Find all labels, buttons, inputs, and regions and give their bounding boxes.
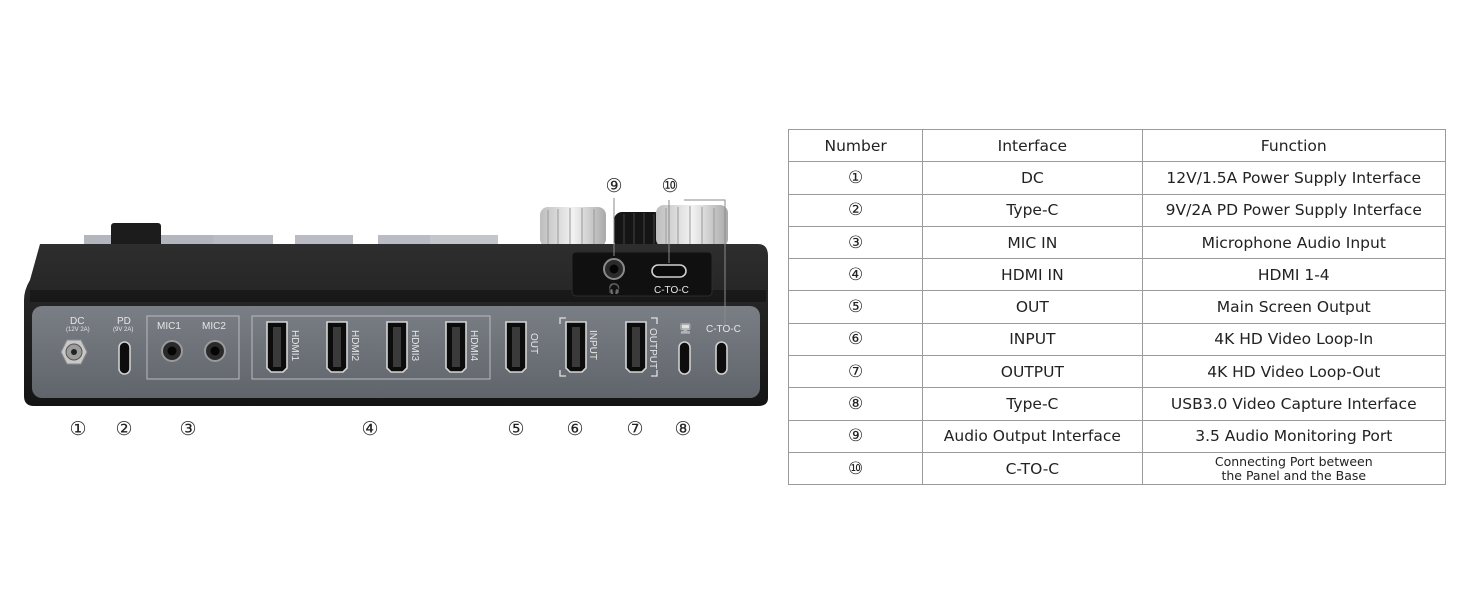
- dc-label: DC: [70, 316, 84, 327]
- row-interface: INPUT: [922, 322, 1143, 357]
- mic1-jack: [161, 340, 183, 362]
- dc-sublabel: (12V 2A): [66, 327, 90, 333]
- row-interface: OUTPUT: [922, 355, 1143, 389]
- pd-label: PD: [117, 316, 131, 327]
- ctoc-side-label: C-TO-C: [706, 324, 741, 335]
- row-number: ③: [787, 225, 924, 260]
- hdmi2-port: [326, 321, 348, 373]
- row-function: 12V/1.5A Power Supply Interface: [1141, 161, 1447, 195]
- ctoc-side-port: [715, 341, 728, 375]
- row-function: 4K HD Video Loop-Out: [1141, 355, 1447, 389]
- callout-7: ⑦: [626, 418, 643, 440]
- row-number: ⑤: [787, 290, 924, 324]
- out-hdmi-port: [505, 321, 527, 373]
- hdmi3-label: HDMI3: [409, 330, 420, 362]
- ctoc-top-port: [651, 264, 687, 278]
- callout-10-leader-side: [684, 199, 726, 325]
- row-interface: Audio Output Interface: [922, 419, 1143, 453]
- mic2-label: MIC2: [202, 321, 226, 332]
- row-function: HDMI 1-4: [1141, 258, 1447, 292]
- row-interface: Type-C: [922, 193, 1143, 227]
- row-function: Connecting Port between the Panel and th…: [1141, 451, 1447, 486]
- hdmi4-label: HDMI4: [468, 330, 479, 362]
- input-hdmi-port: [565, 321, 587, 373]
- row-function: 4K HD Video Loop-In: [1141, 322, 1447, 357]
- hdmi3-port: [386, 321, 408, 373]
- row-interface: OUT: [922, 290, 1143, 324]
- callout-6: ⑥: [566, 418, 583, 440]
- usb3-typec-port: [678, 341, 691, 375]
- row-number: ⑥: [787, 322, 924, 357]
- out-label: OUT: [528, 333, 539, 354]
- hdmi1-port: [266, 321, 288, 373]
- row-interface: C-TO-C: [922, 451, 1143, 486]
- header-function: Function: [1141, 128, 1447, 163]
- row-number: ④: [787, 258, 924, 292]
- row-interface: MIC IN: [922, 225, 1143, 260]
- top-port-bay: [571, 251, 713, 297]
- row-number: ①: [787, 161, 924, 195]
- callout-3: ③: [179, 418, 196, 440]
- knob-left: [540, 207, 606, 247]
- row-function: Main Screen Output: [1141, 290, 1447, 324]
- input-label: INPUT: [587, 330, 598, 360]
- pd-typec-port: [118, 341, 131, 375]
- row-number: ⑩: [787, 451, 924, 486]
- row-function: 9V/2A PD Power Supply Interface: [1141, 193, 1447, 227]
- header-number: Number: [787, 128, 924, 163]
- ctoc-top-label: C-TO-C: [654, 285, 689, 296]
- callout-9: ⑨: [605, 175, 622, 197]
- row-function: Microphone Audio Input: [1141, 225, 1447, 260]
- row-number: ②: [787, 193, 924, 227]
- headphone-icon: 🎧: [608, 282, 620, 295]
- knob-right: [656, 205, 728, 247]
- callout-1: ①: [69, 418, 86, 440]
- dc-jack: [60, 339, 88, 365]
- row-number: ⑦: [787, 355, 924, 389]
- loop-bracket: [559, 317, 658, 377]
- row-number: ⑨: [787, 419, 924, 453]
- callout-8: ⑧: [674, 418, 691, 440]
- row-function: USB3.0 Video Capture Interface: [1141, 387, 1447, 421]
- hdmi-group-frame: [251, 315, 491, 380]
- row-interface: HDMI IN: [922, 258, 1143, 292]
- knob-black: [614, 212, 662, 248]
- hdmi1-label: HDMI1: [289, 330, 300, 362]
- pd-sublabel: (9V 2A): [113, 327, 133, 333]
- callout-5: ⑤: [507, 418, 524, 440]
- row-interface: Type-C: [922, 387, 1143, 421]
- header-interface: Interface: [922, 128, 1143, 163]
- output-label: OUTPUT: [647, 328, 658, 369]
- mic-group-frame: [146, 315, 240, 380]
- mic1-label: MIC1: [157, 321, 181, 332]
- output-hdmi-port: [625, 321, 647, 373]
- hdmi2-label: HDMI2: [349, 330, 360, 362]
- mic2-jack: [204, 340, 226, 362]
- monitor-icon: 🖥: [679, 323, 692, 335]
- table-header-row: Number Interface Function: [787, 128, 1447, 163]
- row-number: ⑧: [787, 387, 924, 421]
- callout-4: ④: [361, 418, 378, 440]
- callout-2: ②: [115, 418, 132, 440]
- row-function: 3.5 Audio Monitoring Port: [1141, 419, 1447, 453]
- hdmi4-port: [445, 321, 467, 373]
- callout-10: ⑩: [661, 175, 678, 197]
- device-rear-panel-illustration: 🎧 C-TO-C DC (12V 2A) PD (9V 2A) MIC1 MIC…: [24, 175, 768, 440]
- row-interface: DC: [922, 161, 1143, 195]
